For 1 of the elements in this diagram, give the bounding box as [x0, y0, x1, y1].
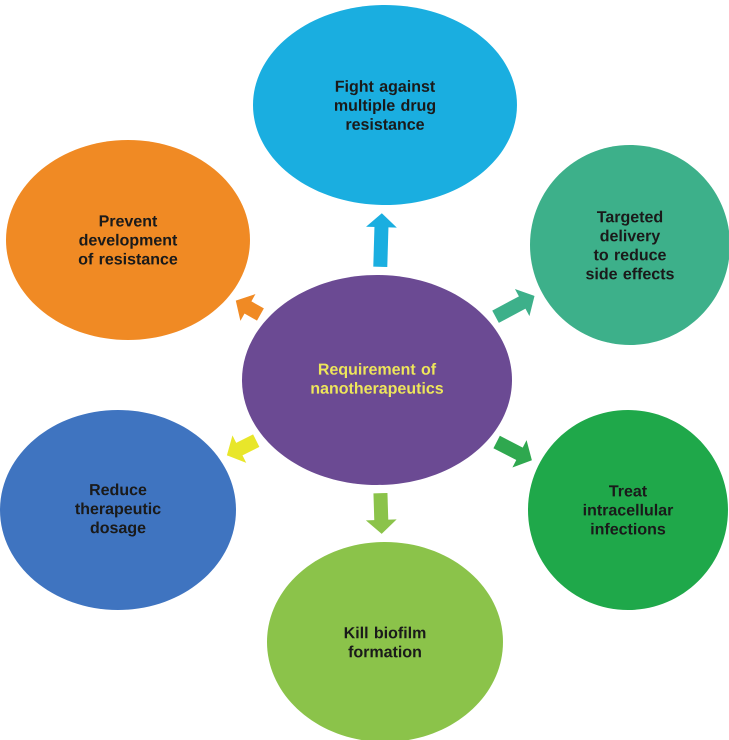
block-arrow [492, 288, 534, 323]
